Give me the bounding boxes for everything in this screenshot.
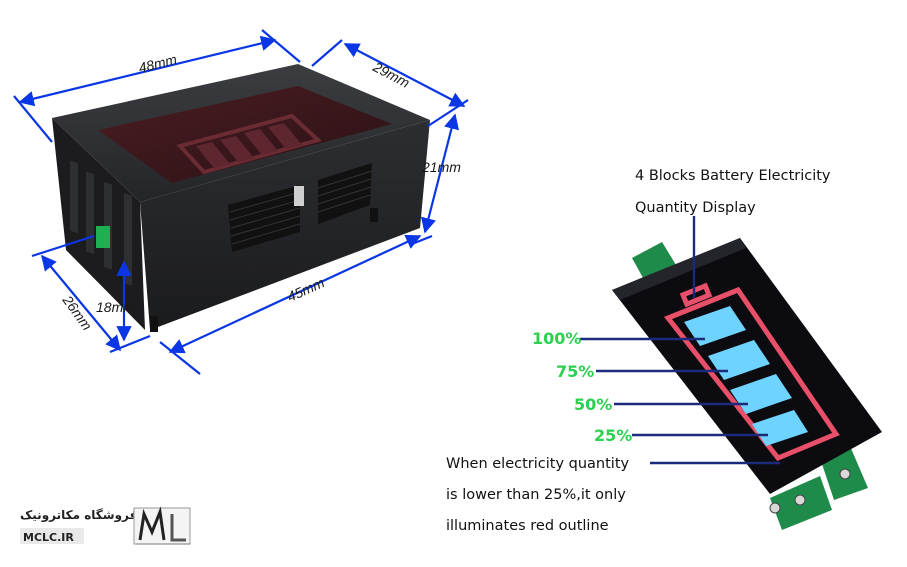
dim-battery-graphic	[176, 113, 322, 175]
dim-battery-segments	[196, 123, 302, 168]
module-photo	[52, 64, 430, 332]
level-label-100: 100%	[532, 329, 581, 348]
callout-title-line1: 4 Blocks Battery Electricity	[635, 168, 831, 184]
level-labels: 100% 75% 50% 25%	[532, 329, 632, 445]
store-logo-icon	[133, 506, 191, 545]
callout-title: 4 Blocks Battery Electricity Quantity Di…	[635, 168, 831, 216]
display-window	[98, 86, 392, 183]
dim-label-29: 29mm	[370, 58, 413, 91]
level-label-75: 75%	[556, 362, 594, 381]
note-line3: illuminates red outline	[446, 518, 609, 534]
note-line2: is lower than 25%,it only	[446, 487, 626, 503]
leader-lines	[580, 216, 780, 465]
store-watermark: MCLC.IR فروشگاه مکاترونیک	[20, 506, 191, 545]
low-battery-note: When electricity quantity is lower than …	[446, 456, 630, 534]
dim-label-45: 45mm	[285, 274, 327, 305]
watermark-persian: فروشگاه مکاترونیک	[20, 508, 137, 523]
dimension-arrows	[13, 29, 469, 375]
dim-label-18: 18mm	[96, 299, 135, 315]
level-label-25: 25%	[594, 426, 632, 445]
note-line1: When electricity quantity	[446, 456, 630, 472]
level-label-50: 50%	[574, 395, 612, 414]
segment-25	[752, 410, 808, 446]
green-connector	[96, 226, 110, 248]
dim-label-21: 21mm	[421, 159, 461, 175]
watermark-domain: MCLC.IR	[23, 531, 74, 544]
segment-100	[684, 306, 746, 346]
dim-label-48: 48mm	[137, 51, 179, 76]
display-module	[612, 238, 882, 530]
pin-holes	[769, 468, 851, 514]
callout-title-line2: Quantity Display	[635, 200, 756, 216]
